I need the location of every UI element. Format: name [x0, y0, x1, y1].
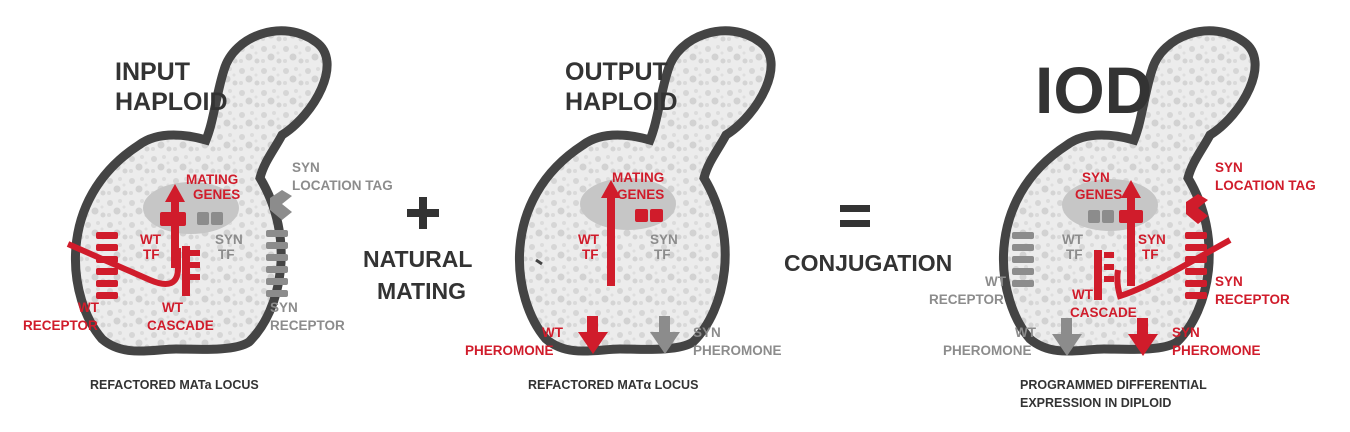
iod-wt-receptor-label-1: WT: [985, 274, 1007, 289]
input-title-line2: HAPLOID: [115, 88, 228, 116]
input-mating-genes-label-2: GENES: [193, 187, 240, 202]
output-wt-pheromone-label-2: PHEROMONE: [465, 343, 554, 358]
output-syn-pheromone-icon: [650, 316, 680, 354]
iod-syn-receptor-label-1: SYN: [1215, 274, 1243, 289]
input-syn-location-tag-icon: [270, 190, 292, 220]
input-wt-cascade-label-2: CASCADE: [147, 318, 214, 333]
input-wt-cascade-icon: [182, 246, 200, 296]
iod-wt-pheromone-label-1: WT: [1015, 325, 1037, 340]
input-syn-location-label-2: LOCATION TAG: [292, 178, 393, 193]
output-syn-tf-label-1: SYN: [650, 232, 678, 247]
output-nucleus: [580, 178, 676, 230]
input-wt-tf-label-2: TF: [143, 247, 160, 262]
output-title-line2: HAPLOID: [565, 88, 678, 116]
natural-mating-label-1: NATURAL: [363, 246, 472, 272]
iod-wt-pheromone-label-2: PHEROMONE: [943, 343, 1032, 358]
input-syn-location-label-1: SYN: [292, 160, 320, 175]
iod-syn-genes-label-1: SYN: [1082, 170, 1110, 185]
input-syn-receptor-label-1: SYN: [270, 300, 298, 315]
plus-icon: [407, 197, 439, 229]
input-title-line1: INPUT: [115, 58, 190, 86]
iod-syn-pheromone-icon: [1128, 318, 1158, 356]
output-mating-genes-label-2: GENES: [617, 187, 664, 202]
input-wt-tf-label-1: WT: [140, 232, 162, 247]
iod-wt-pheromone-icon: [1052, 318, 1082, 356]
output-syn-tf-label-2: TF: [654, 247, 671, 262]
output-mating-genes-arrow: [601, 180, 663, 286]
iod-syn-genes-arrow: [1088, 180, 1143, 286]
input-mating-genes-label-1: MATING: [186, 172, 238, 187]
input-mating-genes-arrow: [160, 184, 223, 268]
input-wt-receptor-label-2: RECEPTOR: [23, 318, 98, 333]
iod-syn-signal-path: [1114, 237, 1232, 300]
iod-wt-tf-label-1: WT: [1062, 232, 1084, 247]
output-wt-pheromone-label-1: WT: [542, 325, 564, 340]
output-wt-tf-label-2: TF: [582, 247, 599, 262]
iod-wt-cascade-label-1: WT: [1072, 287, 1094, 302]
equals-icon: [840, 205, 870, 227]
iod-syn-tf-label-1: SYN: [1138, 232, 1166, 247]
output-title-line1: OUTPUT: [565, 58, 668, 86]
conjugation-label: CONJUGATION: [784, 250, 952, 276]
iod-wt-cascade-label-2: CASCADE: [1070, 305, 1137, 320]
iod-syn-receptor-icon: [1185, 232, 1207, 299]
iod-syn-location-label-1: SYN: [1215, 160, 1243, 175]
iod-syn-pheromone-label-2: PHEROMONE: [1172, 343, 1261, 358]
input-wt-signal-path: [66, 241, 181, 287]
output-haploid-panel: OUTPUT HAPLOID MATING GENES WT TF SYN TF…: [465, 31, 782, 392]
iod-panel: IOD SYN GENES WT TF SYN: [929, 31, 1316, 410]
input-syn-tf-label-1: SYN: [215, 232, 243, 247]
output-wt-tf-label-1: WT: [578, 232, 600, 247]
iod-footer-line1: PROGRAMMED DIFFERENTIAL: [1020, 378, 1207, 392]
iod-syn-receptor-label-2: RECEPTOR: [1215, 292, 1290, 307]
iod-wt-cascade-icon: [1094, 250, 1114, 300]
output-wt-pheromone-icon: [578, 316, 608, 354]
iod-syn-genes-label-2: GENES: [1075, 187, 1122, 202]
iod-syn-location-tag-icon: [1186, 194, 1208, 224]
iod-footer-line2: EXPRESSION IN DIPLOID: [1020, 396, 1171, 410]
natural-mating-label-2: MATING: [377, 278, 466, 304]
output-mating-genes-label-1: MATING: [612, 170, 664, 185]
iod-syn-pheromone-label-1: SYN: [1172, 325, 1200, 340]
equals-operator: CONJUGATION: [784, 205, 952, 276]
input-wt-receptor-label-1: WT: [78, 300, 100, 315]
iod-wt-tf-label-2: TF: [1066, 247, 1083, 262]
input-syn-tf-label-2: TF: [218, 247, 235, 262]
iod-title: IOD: [1035, 53, 1152, 127]
input-syn-receptor-icon: [266, 230, 288, 297]
input-haploid-panel: INPUT HAPLOID MATING GENES: [23, 31, 393, 392]
iod-syn-location-label-2: LOCATION TAG: [1215, 178, 1316, 193]
input-wt-cascade-label-1: WT: [162, 300, 184, 315]
input-footer: REFACTORED MATa LOCUS: [90, 378, 259, 392]
iod-syn-tf-label-2: TF: [1142, 247, 1159, 262]
input-syn-receptor-label-2: RECEPTOR: [270, 318, 345, 333]
output-footer: REFACTORED MATα LOCUS: [528, 378, 698, 392]
plus-operator: NATURAL MATING: [363, 197, 472, 304]
iod-wt-receptor-label-2: RECEPTOR: [929, 292, 1004, 307]
output-syn-pheromone-label-1: SYN: [693, 325, 721, 340]
output-syn-pheromone-label-2: PHEROMONE: [693, 343, 782, 358]
iod-wt-receptor-icon: [1012, 232, 1034, 287]
